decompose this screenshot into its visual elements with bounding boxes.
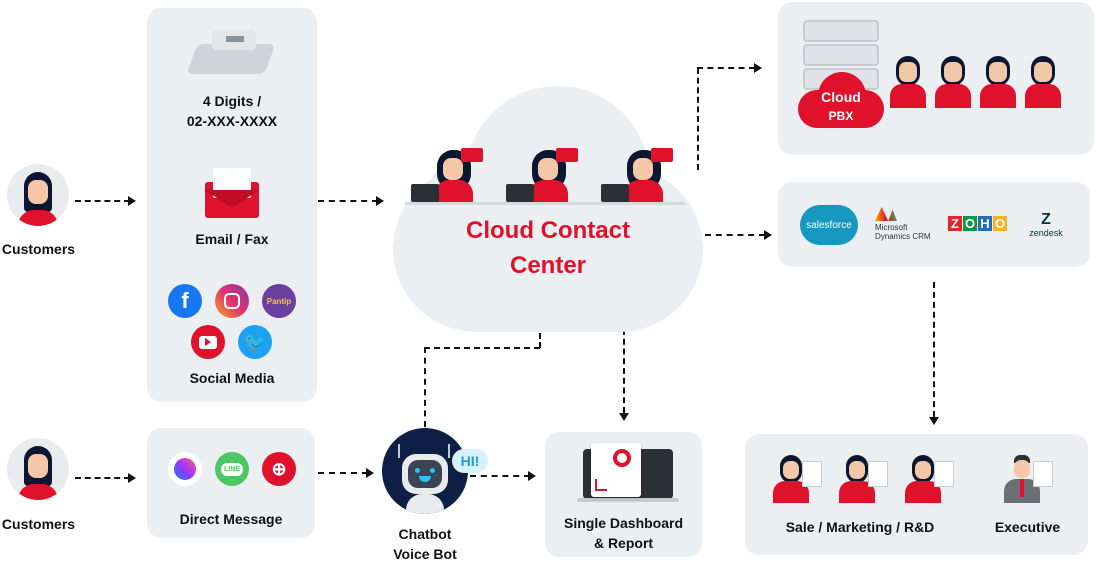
email-icon [205,168,259,218]
desk [405,202,685,205]
chatbot-label-1: Chatbot [398,526,452,542]
zendesk-logo: Z zendesk [1029,211,1063,239]
dynamics-label: Dynamics CRM [875,232,931,241]
arrow [697,68,699,170]
staff-icon [838,455,888,503]
executive-label: Executive [994,519,1061,535]
arrow [424,347,426,427]
staff-icon [772,455,822,503]
dashboard-label-2: & Report [593,535,654,551]
arrow [697,67,755,69]
arrow [470,475,530,477]
arrow [933,282,935,417]
messenger-icon [168,452,202,486]
phone-label-1: 4 Digits / [202,93,262,109]
cloud-pbx-icon [798,72,884,128]
youtube-icon [191,325,225,359]
arrow [623,290,625,413]
direct-message-label: Direct Message [179,511,283,527]
cloud-contact-center [393,86,703,332]
facebook-icon: f [168,284,202,318]
email-label: Email / Fax [195,231,269,247]
salesforce-logo: salesforce [800,205,858,245]
chatbot-label-2: Voice Bot [393,546,457,562]
chatbot-hi-bubble: HI! [452,449,488,473]
instagram-icon [215,284,249,318]
agent-icon [933,56,973,108]
arrow [318,472,368,474]
microsoft-label: Microsoft [875,223,908,232]
arrow [424,347,540,349]
agent-icon [888,56,928,108]
arrow [705,234,765,236]
arrow [318,200,378,202]
customers-label: Customers [1,516,76,532]
chatbot-icon [382,428,468,514]
center-title-2: Center [509,252,587,279]
arrow [75,477,130,479]
pbx-label-1: Cloud [821,89,861,105]
pantip-icon: Pantip [262,284,296,318]
agent-icon [411,148,485,205]
zoho-logo: Z O H O [948,216,1007,231]
agent-icon [506,148,580,205]
social-media-label: Social Media [189,370,275,386]
pbx-label-2: PBX [828,109,854,123]
customers-label: Customers [1,241,76,257]
center-title-1: Cloud Contact [466,217,630,244]
fax-icon [186,30,276,78]
agent-icon [601,148,675,205]
arrow [75,200,130,202]
phone-label-2: 02-XXX-XXXX [186,113,278,129]
microsoft-dynamics-logo: Microsoft Dynamics CRM [875,207,937,241]
staff-icon [904,455,954,503]
executive-icon [1003,455,1053,503]
agent-icon [1023,56,1063,108]
web-chat-icon: ⊕ [262,452,296,486]
staff-label: Sale / Marketing / R&D [785,519,935,535]
dashboard-label-1: Single Dashboard [563,515,684,531]
customer-avatar [7,438,69,500]
dashboard-icon [577,443,679,503]
agent-icon [978,56,1018,108]
line-icon: LINE [215,452,249,486]
twitter-icon: 🐦 [238,325,272,359]
customer-avatar [7,164,69,226]
